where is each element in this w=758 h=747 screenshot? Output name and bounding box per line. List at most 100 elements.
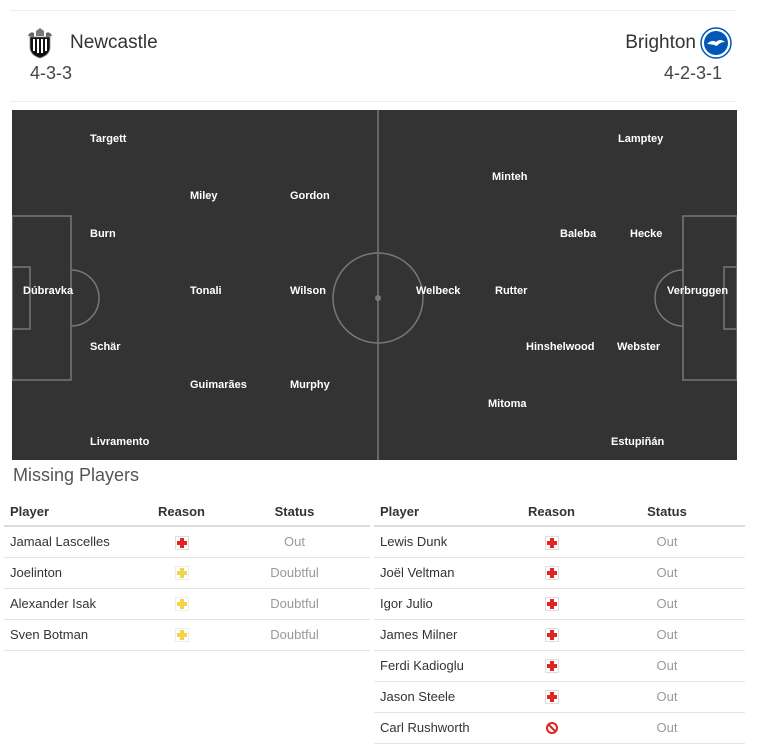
missing-player-name[interactable]: James Milner xyxy=(374,619,514,651)
missing-reason xyxy=(514,712,589,744)
missing-reason xyxy=(144,588,219,620)
pitch-markings xyxy=(12,110,737,460)
column-header-reason: Reason xyxy=(144,498,219,527)
player-home[interactable]: Burn xyxy=(90,228,116,240)
table-header-row: Player Reason Status xyxy=(374,498,745,527)
ineligible-icon xyxy=(545,721,559,735)
table-row: Alexander Isak Doubtful xyxy=(4,588,370,620)
table-row: Igor Julio Out xyxy=(374,588,745,620)
column-header-status: Status xyxy=(589,498,745,527)
player-home[interactable]: Dúbravka xyxy=(23,285,74,297)
table-row: Carl Rushworth Out xyxy=(374,712,745,744)
column-header-status: Status xyxy=(219,498,370,527)
player-home[interactable]: Livramento xyxy=(90,436,150,448)
column-header-player: Player xyxy=(374,498,514,527)
injury-icon xyxy=(544,535,559,550)
doubtful-injury-icon xyxy=(174,566,189,581)
missing-status: Out xyxy=(589,557,745,589)
missing-player-name[interactable]: Carl Rushworth xyxy=(374,712,514,744)
player-away[interactable]: Welbeck xyxy=(416,285,461,297)
doubtful-injury-icon xyxy=(174,597,189,612)
pitch: Targett Burn Dúbravka Schär Livramento M… xyxy=(12,110,737,460)
missing-status: Out xyxy=(589,650,745,682)
player-home[interactable]: Murphy xyxy=(290,379,330,391)
newcastle-crest-icon xyxy=(24,27,56,59)
player-away[interactable]: Lamptey xyxy=(618,133,664,145)
player-away[interactable]: Verbruggen xyxy=(667,285,729,297)
home-formation: 4-3-3 xyxy=(30,63,73,83)
missing-player-name[interactable]: Jason Steele xyxy=(374,681,514,713)
missing-reason xyxy=(144,619,219,651)
missing-player-name[interactable]: Alexander Isak xyxy=(4,588,144,620)
missing-reason xyxy=(514,557,589,589)
player-home[interactable]: Tonali xyxy=(190,285,222,297)
brighton-crest-icon xyxy=(700,27,732,59)
table-row: Ferdi Kadioglu Out xyxy=(374,650,745,682)
missing-status: Out xyxy=(589,712,745,744)
player-away[interactable]: Rutter xyxy=(495,285,528,297)
missing-status: Doubtful xyxy=(219,619,370,651)
home-team-row[interactable]: Newcastle xyxy=(24,27,158,59)
table-row: Jason Steele Out xyxy=(374,681,745,713)
missing-reason xyxy=(514,681,589,713)
missing-players-title: Missing Players xyxy=(13,465,140,485)
home-missing-table: Player Reason Status Jamaal Lascelles Out… xyxy=(4,498,370,651)
table-header-row: Player Reason Status xyxy=(4,498,370,527)
injury-icon xyxy=(544,659,559,674)
table-row: James Milner Out xyxy=(374,619,745,651)
teams-header: Newcastle 4-3-3 Brighton 4-2-3-1 xyxy=(10,10,736,102)
doubtful-injury-icon xyxy=(174,628,189,643)
missing-status: Out xyxy=(219,526,370,558)
injury-icon xyxy=(544,628,559,643)
missing-player-name[interactable]: Jamaal Lascelles xyxy=(4,526,144,558)
home-team-name: Newcastle xyxy=(70,32,158,53)
missing-status: Doubtful xyxy=(219,557,370,589)
player-away[interactable]: Webster xyxy=(617,341,661,353)
missing-status: Out xyxy=(589,619,745,651)
column-header-reason: Reason xyxy=(514,498,589,527)
player-home[interactable]: Wilson xyxy=(290,285,326,297)
missing-reason xyxy=(514,526,589,558)
player-away[interactable]: Mitoma xyxy=(488,398,527,410)
player-home[interactable]: Guimarães xyxy=(190,379,247,391)
injury-icon xyxy=(544,597,559,612)
table-row: Joelinton Doubtful xyxy=(4,557,370,589)
missing-player-name[interactable]: Joël Veltman xyxy=(374,557,514,589)
away-team-name: Brighton xyxy=(625,32,696,53)
away-formation: 4-2-3-1 xyxy=(663,63,722,83)
table-row: Lewis Dunk Out xyxy=(374,526,745,558)
missing-player-name[interactable]: Sven Botman xyxy=(4,619,144,651)
table-row: Jamaal Lascelles Out xyxy=(4,526,370,558)
missing-reason xyxy=(144,557,219,589)
player-home[interactable]: Schär xyxy=(90,341,121,353)
player-home[interactable]: Gordon xyxy=(290,190,330,202)
missing-status: Doubtful xyxy=(219,588,370,620)
missing-reason xyxy=(514,619,589,651)
player-away[interactable]: Estupiñán xyxy=(611,436,665,448)
player-away[interactable]: Baleba xyxy=(560,228,597,240)
table-row: Joël Veltman Out xyxy=(374,557,745,589)
injury-icon xyxy=(174,535,189,550)
missing-reason xyxy=(144,526,219,558)
injury-icon xyxy=(544,690,559,705)
away-team-row[interactable]: Brighton xyxy=(625,27,732,59)
missing-player-name[interactable]: Lewis Dunk xyxy=(374,526,514,558)
missing-status: Out xyxy=(589,588,745,620)
player-away[interactable]: Hinshelwood xyxy=(526,341,595,353)
missing-status: Out xyxy=(589,681,745,713)
missing-player-name[interactable]: Ferdi Kadioglu xyxy=(374,650,514,682)
player-away[interactable]: Minteh xyxy=(492,171,528,183)
table-row: Sven Botman Doubtful xyxy=(4,619,370,651)
player-home[interactable]: Miley xyxy=(190,190,218,202)
missing-status: Out xyxy=(589,526,745,558)
missing-player-name[interactable]: Joelinton xyxy=(4,557,144,589)
missing-player-name[interactable]: Igor Julio xyxy=(374,588,514,620)
missing-reason xyxy=(514,650,589,682)
player-away[interactable]: Hecke xyxy=(630,228,663,240)
injury-icon xyxy=(544,566,559,581)
missing-reason xyxy=(514,588,589,620)
player-home[interactable]: Targett xyxy=(90,133,127,145)
